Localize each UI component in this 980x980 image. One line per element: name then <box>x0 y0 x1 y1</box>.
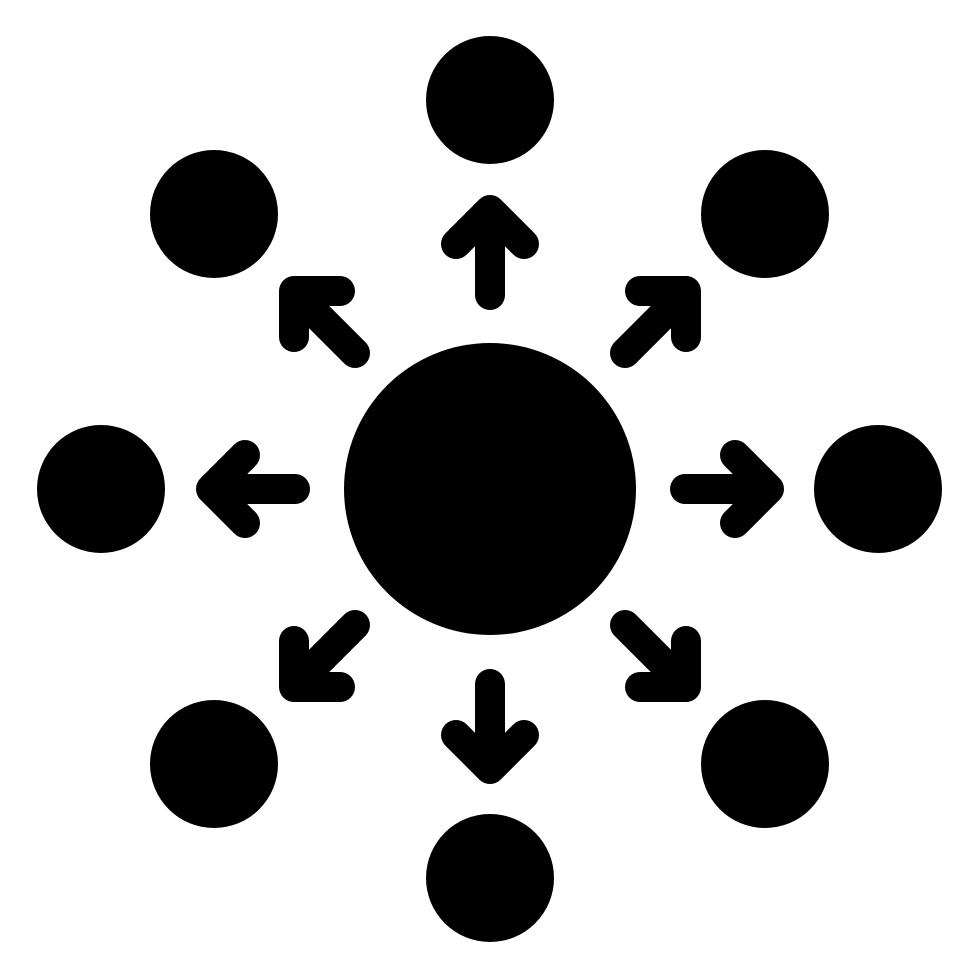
node-bottom <box>426 814 554 942</box>
hub-circle <box>344 343 636 635</box>
arrow-up-right-icon <box>610 276 701 368</box>
node-top-right <box>701 150 829 278</box>
arrow-down-icon <box>441 669 539 784</box>
node-bottom-right <box>701 700 829 828</box>
arrow-up-left-icon <box>279 276 370 368</box>
arrow-up-icon <box>441 195 539 310</box>
arrow-down-left-icon <box>279 610 370 702</box>
node-left <box>37 425 165 553</box>
arrow-down-right-icon <box>610 610 701 702</box>
arrow-left-icon <box>196 440 310 538</box>
node-right <box>814 425 942 553</box>
node-bottom-left <box>150 700 278 828</box>
node-top <box>426 36 554 164</box>
arrow-right-icon <box>670 440 784 538</box>
node-top-left <box>150 150 278 278</box>
